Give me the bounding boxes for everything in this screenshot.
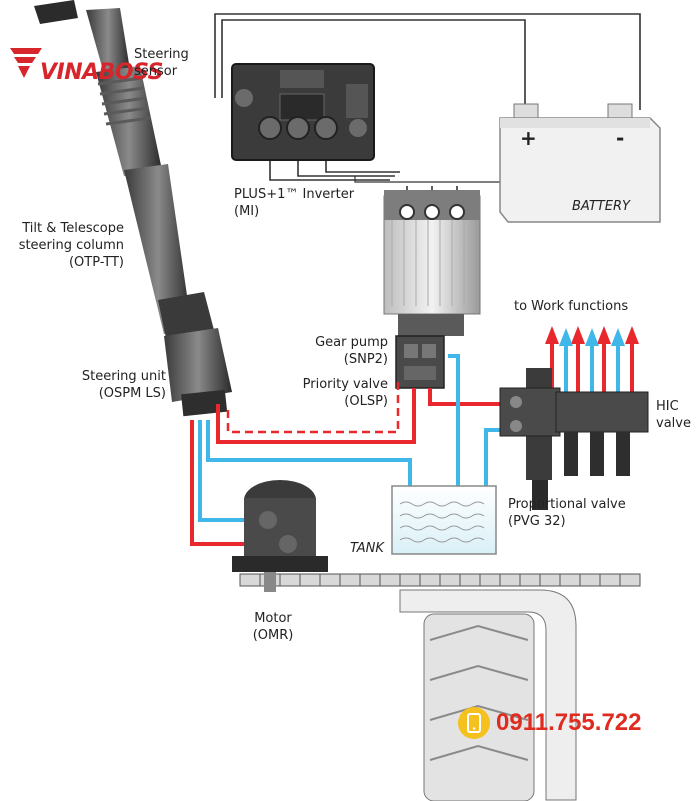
tank-label: TANK (350, 541, 384, 556)
steering-unit-label: Steering unit (OSPM LS) (81, 369, 166, 401)
hic-valve-label: HIC valve (656, 399, 691, 431)
gear-pump-label: Gear pump (SNP2) (315, 335, 388, 367)
phone-icon (458, 707, 490, 739)
steering-sensor-label: Steering sensor (134, 47, 189, 79)
tank (391, 485, 497, 555)
gear-pump (395, 335, 445, 389)
motor-label: Motor (OMR) (252, 611, 294, 643)
work-function-arrows (545, 326, 639, 346)
work-functions-label: to Work functions (514, 299, 629, 314)
brand-logo-mark (10, 48, 42, 78)
plus1-inverter (231, 63, 375, 161)
phone-number[interactable]: 0911.755.722 (496, 709, 642, 736)
battery-label: BATTERY (572, 199, 630, 214)
steering-motor (232, 480, 328, 572)
hic-valve (555, 391, 649, 476)
drive-track (239, 572, 641, 801)
battery-plus-terminal: + (520, 126, 537, 150)
steering-column (34, 0, 232, 417)
brand-logo-text: VINABOSS (40, 60, 164, 85)
battery (499, 103, 661, 223)
priority-valve-label: Priority valve (OLSP) (302, 377, 388, 409)
pilot-line-dashed (226, 380, 400, 434)
battery-minus-terminal: - (616, 126, 625, 150)
phone-contact[interactable]: 0911.755.722 (458, 706, 642, 740)
inverter-label: PLUS+1™ Inverter (MI) (234, 187, 355, 219)
proportional-valve (499, 368, 561, 510)
electric-motor (383, 190, 481, 336)
tilt-column-label: Tilt & Telescope steering column (OTP-TT… (18, 221, 124, 270)
proportional-valve-label: Proportional valve (PVG 32) (508, 497, 626, 529)
